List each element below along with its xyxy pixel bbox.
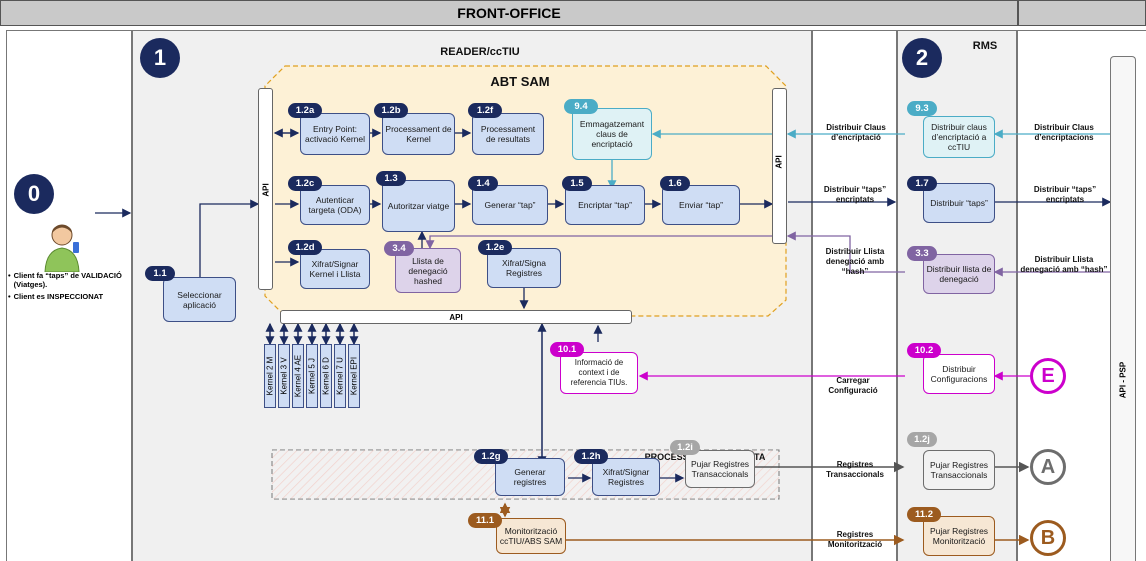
label-distribuir-taps-2: Distribuir “taps” encriptats [1033, 185, 1097, 204]
badge-1-7: 1.7 [907, 176, 937, 191]
abt-sam-title: ABT SAM [490, 74, 550, 89]
badge-1-2g: 1.2g [474, 449, 508, 464]
box-processament-resultats: Processament de resultats [472, 113, 544, 155]
api-psp-label: API - PSP [1118, 361, 1128, 399]
badge-9-4: 9.4 [564, 99, 598, 114]
reader-zone-title: READER/ccTIU [440, 46, 520, 58]
front-office-title: FRONT-OFFICE [457, 5, 561, 21]
badge-1-2i: 1.2i [670, 440, 700, 455]
badge-1-2h: 1.2h [574, 449, 608, 464]
left-column [6, 30, 132, 561]
badge-1-4: 1.4 [468, 176, 498, 191]
kernel-item: Kernel 2 M [264, 344, 276, 408]
client-bullets: •Client fa “taps” de VALIDACIÓ (Viatges)… [8, 271, 124, 301]
box-distribuir-claus: Distribuir claus d’encriptació a ccTIU [923, 116, 995, 158]
box-distribuir-llista: Distribuir llista de denegació [923, 254, 995, 294]
api-left-bar [258, 88, 273, 290]
box-autenticar-targeta: Autenticar targeta (ODA) [300, 185, 370, 225]
badge-3-3: 3.3 [907, 246, 937, 261]
box-pujar-registres-transaccionals: Pujar Registres Transaccionals [685, 450, 755, 488]
badge-1-1: 1.1 [145, 266, 175, 281]
badge-11-2: 11.2 [907, 507, 941, 522]
client-bullet-item: •Client es INSPECCIONAT [8, 292, 104, 301]
box-llista-denegacio-hashed: Llista de denegació hashed [395, 248, 461, 293]
box-generar-tap: Generar “tap” [472, 185, 548, 225]
box-entry-point: Entry Point: activació Kernel [300, 113, 370, 155]
front-office-header: FRONT-OFFICE [0, 0, 1018, 26]
badge-1-2a: 1.2a [288, 103, 322, 118]
box-xifrat-registres: Xifrat/Signa Registres [487, 248, 561, 288]
badge-1-6: 1.6 [660, 176, 690, 191]
box-pujar-registres-monitoritzacio: Pujar Registres Monitorització [923, 516, 995, 556]
badge-1-2c: 1.2c [288, 176, 322, 191]
connector-e: E [1030, 358, 1066, 394]
api-left-label: API [261, 183, 271, 197]
box-enviar-tap: Enviar “tap” [662, 185, 740, 225]
client-person-icon [44, 224, 80, 272]
kernel-item: Kernel EPI [348, 344, 360, 408]
label-distribuir-claus-encriptacions: Distribuir Claus d’encriptacions [1034, 123, 1094, 142]
box-emmagatzemant-claus: Emmagatzemant claus de encriptació [572, 108, 652, 160]
badge-1-5: 1.5 [562, 176, 592, 191]
step-1-badge: 1 [140, 38, 180, 78]
gap-column [812, 30, 897, 561]
kernel-item: Kernel 4 AE [292, 344, 304, 408]
box-xifrat-kernel: Xifrat/Signar Kernel i Llista [300, 249, 370, 289]
step-2-badge: 2 [902, 38, 942, 78]
kernel-item: Kernel 3 V [278, 344, 290, 408]
label-distribuir-llista-1: Distribuir Llista denegació amb “hash” [825, 247, 885, 276]
badge-1-3: 1.3 [376, 171, 406, 186]
badge-1-2d: 1.2d [288, 240, 322, 255]
box-processament-kernel: Processament de Kernel [382, 113, 455, 155]
box-encriptar-tap: Encriptar “tap” [565, 185, 645, 225]
connector-b: B [1030, 520, 1066, 556]
box-xifrat-signar-registres: Xifrat/Signar Registres [592, 458, 660, 496]
api-bottom-bar: API [280, 310, 632, 324]
box-autoritzar-viatge: Autoritzar viatge [382, 180, 455, 232]
rms-zone-title: RMS [972, 40, 998, 52]
kernel-item: Kernel 7 U [334, 344, 346, 408]
label-distribuir-claus-encriptacio: Distribuir Claus d’encriptació [826, 123, 886, 142]
badge-1-2f: 1.2f [468, 103, 502, 118]
badge-3-4: 3.4 [384, 241, 414, 256]
api-psp-bar [1110, 56, 1136, 561]
label-distribuir-taps-1: Distribuir “taps” encriptats [823, 185, 887, 204]
badge-9-3: 9.3 [907, 101, 937, 116]
kernel-item: Kernel 5 J [306, 344, 318, 408]
badge-1-2b: 1.2b [374, 103, 408, 118]
label-carregar-configuracio: Carregar Configuració [828, 376, 878, 395]
api-right-bar [772, 88, 787, 244]
connector-a: A [1030, 449, 1066, 485]
api-bottom-label: API [449, 312, 463, 322]
box-distribuir-taps: Distribuir “taps” [923, 183, 995, 223]
badge-1-2j: 1.2j [907, 432, 937, 447]
box-monitoritzacio: Monitorització ccTIU/ABS SAM [496, 518, 566, 554]
badge-10-1: 10.1 [550, 342, 584, 357]
client-bullet-item: •Client fa “taps” de VALIDACIÓ (Viatges)… [8, 271, 122, 289]
step-0-badge: 0 [14, 174, 54, 214]
label-registres-monitoritzacio: Registres Monitorització [827, 530, 883, 549]
kernel-list: Kernel 2 M Kernel 3 V Kernel 4 AE Kernel… [264, 344, 364, 408]
box-seleccionar-aplicacio: Seleccionar aplicació [163, 277, 236, 322]
box-informacio-context: Informació de context i de referencia TI… [560, 352, 638, 394]
badge-11-1: 11.1 [468, 513, 502, 528]
label-distribuir-llista-2: Distribuir Llista denegació amb “hash” [1020, 255, 1108, 274]
kernel-item: Kernel 6 D [320, 344, 332, 408]
box-distribuir-configuracions: Distribuir Configuracions [923, 354, 995, 394]
box-generar-registres: Generar registres [495, 458, 565, 496]
header-right-cell [1018, 0, 1146, 26]
box-pujar-registres-transaccionals-rms: Pujar Registres Transaccionals [923, 450, 995, 490]
api-right-label: API [774, 155, 784, 169]
badge-1-2e: 1.2e [478, 240, 512, 255]
badge-10-2: 10.2 [907, 343, 941, 358]
label-registres-transaccionals: Registres Transaccionals [826, 460, 884, 479]
